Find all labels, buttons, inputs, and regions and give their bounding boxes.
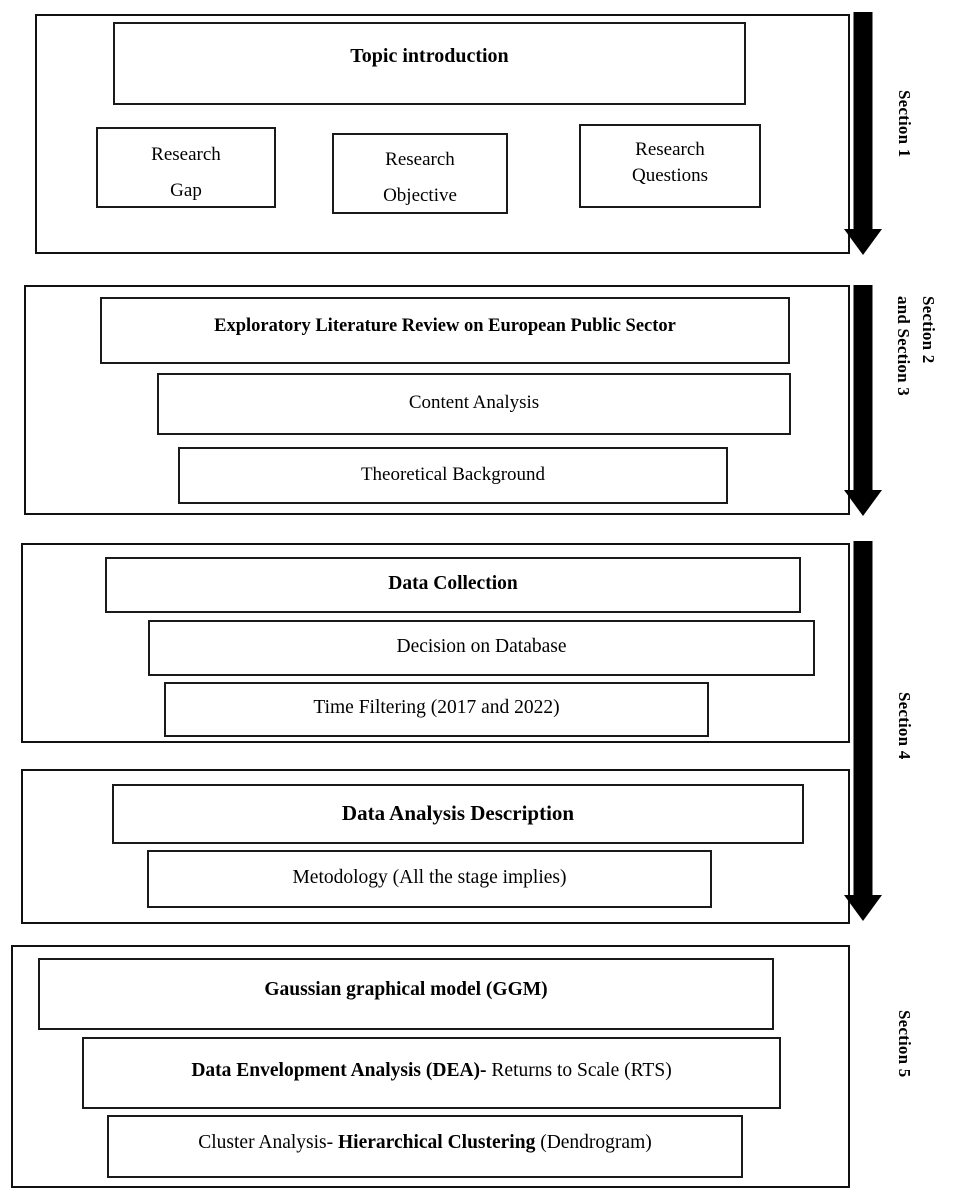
node-research-objective: Research Objective [332,133,508,214]
node-research-gap: Research Gap [96,127,276,208]
node-research-gap-line1: Research [151,144,221,165]
node-data-analysis-description: Data Analysis Description [112,784,804,844]
node-metodology-label: Metodology (All the stage implies) [292,867,567,888]
node-gaussian-graphical-model: Gaussian graphical model (GGM) [38,958,774,1030]
node-research-questions: Research Questions [579,124,761,208]
node-dea-bold-label: Data Envelopment Analysis (DEA)- [191,1060,487,1081]
node-theoretical-background: Theoretical Background [178,447,728,504]
node-research-questions-line1: Research [635,139,705,160]
node-research-questions-line2: Questions [632,164,708,186]
node-time-filtering: Time Filtering (2017 and 2022) [164,682,709,737]
node-research-objective-line2: Objective [383,185,457,207]
node-data-envelopment-analysis: Data Envelopment Analysis (DEA)- Returns… [82,1037,781,1109]
section-1-label: Section 1 [895,90,914,158]
node-data-collection-label: Data Collection [388,573,518,594]
node-exploratory-literature-review-label: Exploratory Literature Review on Europea… [214,316,676,336]
node-cluster-regular-label-1: Cluster Analysis- [198,1132,334,1153]
node-data-analysis-description-label: Data Analysis Description [341,801,575,825]
node-decision-on-database: Decision on Database [148,620,815,676]
node-content-analysis: Content Analysis [157,373,791,435]
node-dea-regular-label: Returns to Scale (RTS) [486,1060,672,1081]
section-3-label: and Section 3 [894,296,913,396]
node-theoretical-background-label: Theoretical Background [360,464,546,485]
section-2-3-arrow-icon [842,285,884,516]
node-data-collection: Data Collection [105,557,801,613]
node-topic-introduction: Topic introduction [113,22,746,105]
node-research-objective-line1: Research [385,149,455,170]
node-cluster-analysis: Cluster Analysis- Hierarchical Clusterin… [107,1115,743,1178]
node-research-gap-line2: Gap [170,180,202,202]
node-time-filtering-label: Time Filtering (2017 and 2022) [313,697,560,718]
node-exploratory-literature-review: Exploratory Literature Review on Europea… [100,297,790,364]
section-1-arrow-icon [842,12,884,255]
node-gaussian-graphical-model-label: Gaussian graphical model (GGM) [264,979,548,1000]
section-4-arrow-icon [842,541,884,921]
section-2-label: Section 2 [919,296,938,364]
node-metodology: Metodology (All the stage implies) [147,850,712,908]
node-cluster-regular-label-2: (Dendrogram) [535,1132,652,1153]
node-content-analysis-label: Content Analysis [408,392,540,413]
node-topic-introduction-label: Topic introduction [350,45,509,67]
node-decision-on-database-label: Decision on Database [396,636,567,657]
node-cluster-bold-label: Hierarchical Clustering [333,1132,536,1153]
section-5-label: Section 5 [895,1010,914,1078]
section-4-label: Section 4 [895,692,914,760]
